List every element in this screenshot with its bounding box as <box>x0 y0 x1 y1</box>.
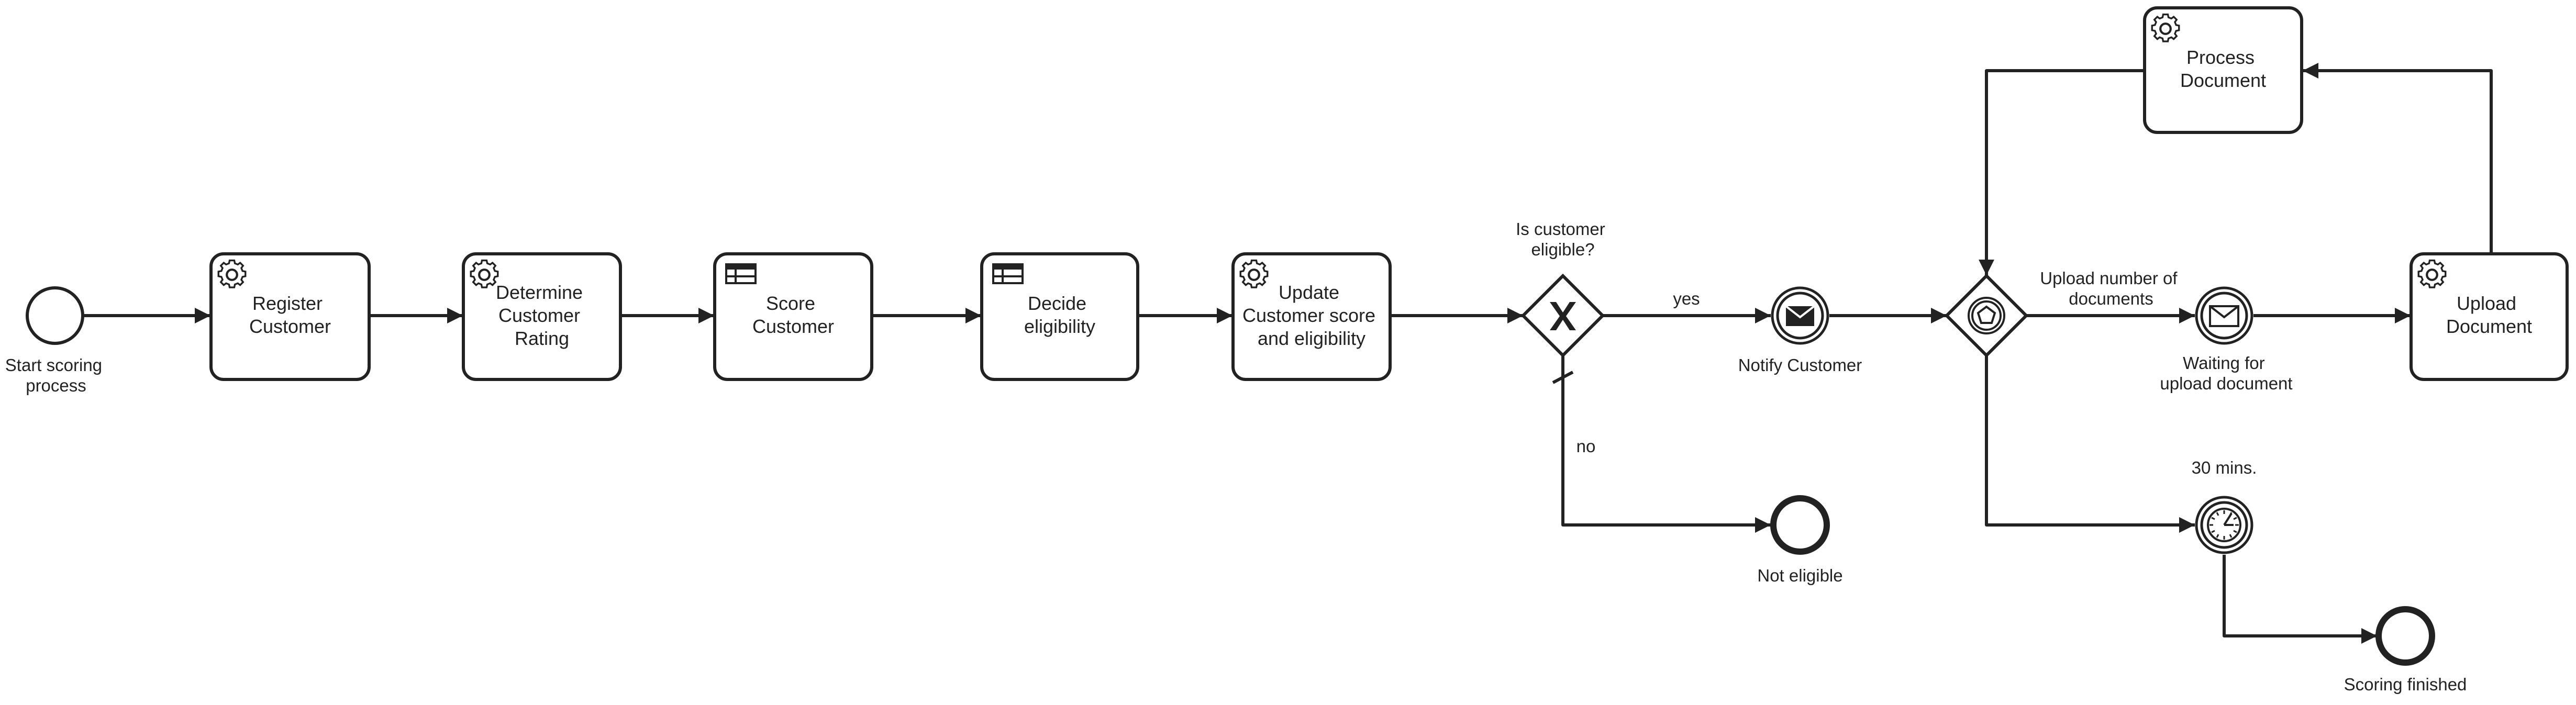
event-based-gateway[interactable] <box>1944 273 2029 358</box>
clock-icon <box>2207 508 2241 542</box>
start-event-label: Start scoring process <box>5 355 107 395</box>
timer-label: 30 mins. <box>2192 458 2257 477</box>
task-determine-customer-rating[interactable]: Determine Customer Rating <box>462 252 622 381</box>
flow-upload-to-process[interactable] <box>2303 63 2493 254</box>
flow-gateway-no[interactable] <box>1561 355 1771 533</box>
task-label: Upload Document <box>2446 293 2532 337</box>
table-icon <box>725 263 757 284</box>
envelope-icon <box>2209 305 2239 327</box>
task-label: Score Customer <box>752 293 834 337</box>
start-event[interactable] <box>26 286 84 345</box>
flow-timer-to-finished[interactable] <box>2223 555 2377 644</box>
end-event-scoring-finished[interactable] <box>2375 606 2435 666</box>
task-label: Update Customer score and eligibility <box>1242 282 1381 349</box>
waiting-upload-event[interactable] <box>2195 286 2253 345</box>
flow-event-gateway-to-timer[interactable] <box>1985 355 2195 533</box>
x-icon <box>1550 302 1576 330</box>
table-icon <box>992 263 1024 284</box>
end-event-not-eligible[interactable] <box>1770 495 1830 555</box>
task-label: Register Customer <box>249 293 331 337</box>
envelope-filled-icon <box>1785 305 1815 326</box>
scoring-finished-label: Scoring finished <box>2344 675 2467 694</box>
default-flow-marker <box>1552 371 1574 384</box>
exclusive-gateway[interactable] <box>1520 273 1605 358</box>
task-label: Determine Customer Rating <box>496 282 588 349</box>
flow-process-to-event-gateway[interactable] <box>1979 69 2144 275</box>
flow-label-upload-count: Upload number of documents <box>2040 268 2182 308</box>
task-process-document[interactable]: Process Document <box>2143 6 2303 134</box>
notify-customer-event[interactable] <box>1771 286 1829 345</box>
task-upload-document[interactable]: Upload Document <box>2410 252 2569 381</box>
gateway-question-label: Is customer eligible? <box>1516 219 1610 259</box>
task-update-customer-score[interactable]: Update Customer score and eligibility <box>1231 252 1392 381</box>
flow-label-yes: yes <box>1673 289 1700 308</box>
flow-label-no: no <box>1576 437 1596 456</box>
pentagon-icon <box>1977 305 1996 324</box>
sequence-flows <box>84 63 2493 644</box>
not-eligible-label: Not eligible <box>1757 566 1842 585</box>
task-score-customer[interactable]: Score Customer <box>713 252 873 381</box>
waiting-upload-label: Waiting for upload document <box>2160 353 2292 393</box>
task-decide-eligibility[interactable]: Decide eligibility <box>980 252 1139 381</box>
task-register-customer[interactable]: Register Customer <box>209 252 371 381</box>
timer-event[interactable] <box>2195 496 2253 554</box>
task-label: Decide eligibility <box>1024 293 1095 337</box>
notify-customer-label: Notify Customer <box>1738 355 1862 375</box>
task-label: Process Document <box>2180 47 2266 91</box>
